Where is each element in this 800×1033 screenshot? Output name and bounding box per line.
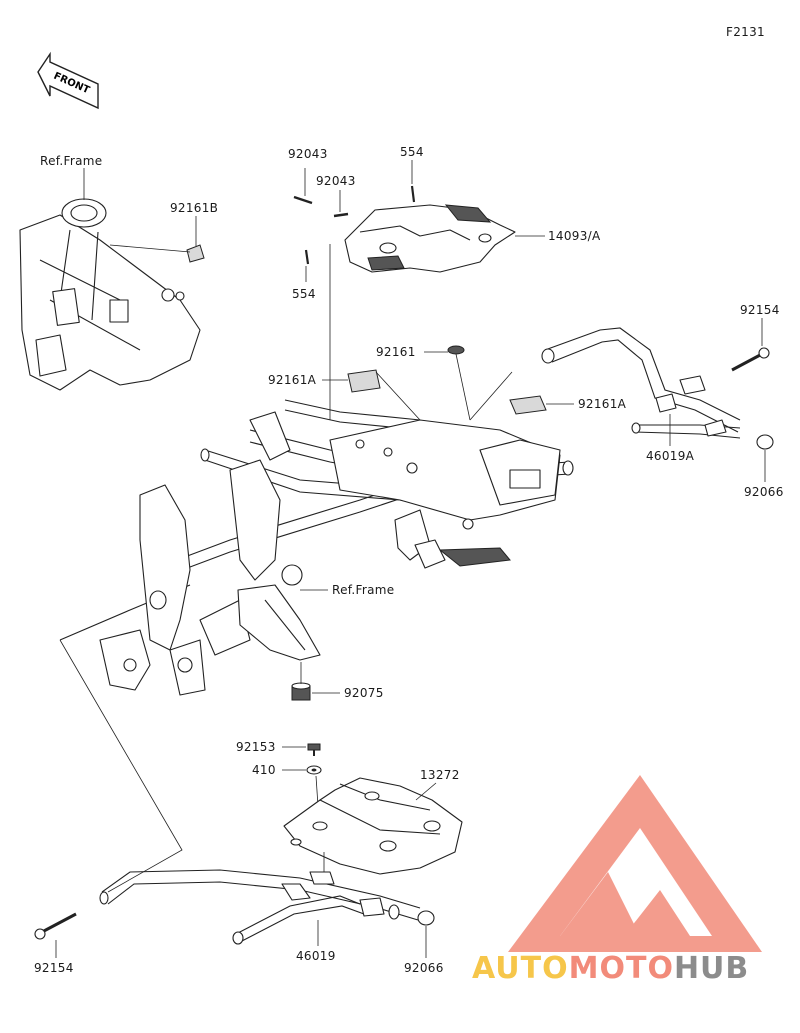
main-frame bbox=[59, 399, 574, 696]
label-92066-right: 92066 bbox=[744, 485, 784, 499]
label-92154-right: 92154 bbox=[740, 303, 780, 317]
watermark-auto: AUTO bbox=[472, 951, 569, 986]
figure-code: F2131 bbox=[726, 25, 765, 39]
label-46019: 46019 bbox=[296, 949, 336, 963]
part-46019a-grab-rail bbox=[541, 327, 741, 439]
ref-frame-inset bbox=[19, 198, 201, 391]
label-92066-bottom: 92066 bbox=[404, 961, 444, 975]
label-92154-left: 92154 bbox=[34, 961, 74, 975]
part-14093a-cover bbox=[344, 204, 516, 273]
part-92043-pin-a bbox=[293, 195, 313, 205]
part-13272-plate bbox=[283, 777, 463, 875]
part-92161a-pad-left bbox=[347, 369, 381, 393]
watermark-logo bbox=[508, 775, 762, 952]
label-92153: 92153 bbox=[236, 740, 276, 754]
label-92161a-left: 92161A bbox=[268, 373, 317, 387]
label-554-bottom: 554 bbox=[292, 287, 316, 301]
part-92066-cap-right bbox=[756, 434, 774, 450]
watermark-moto: MOTO bbox=[569, 951, 674, 986]
label-410: 410 bbox=[252, 763, 276, 777]
front-arrow-icon: FRONT bbox=[37, 51, 99, 110]
part-92075-damper bbox=[291, 682, 311, 701]
part-554-screw-bottom bbox=[304, 249, 310, 265]
label-554-top: 554 bbox=[400, 145, 424, 159]
label-92075: 92075 bbox=[344, 686, 384, 700]
part-554-screw-top bbox=[410, 185, 416, 203]
part-46019-grab-rail bbox=[99, 869, 421, 945]
part-92161a-pad-right bbox=[509, 395, 547, 415]
part-92153-bolt bbox=[307, 743, 321, 756]
label-ref-frame-top: Ref.Frame bbox=[40, 154, 102, 168]
label-92043-b: 92043 bbox=[316, 174, 356, 188]
part-92043-pin-b bbox=[333, 212, 349, 218]
label-46019a: 46019A bbox=[646, 449, 695, 463]
part-92154-bolt-left bbox=[34, 912, 77, 940]
part-92161b bbox=[186, 244, 205, 263]
part-92066-cap-bottom bbox=[417, 910, 435, 926]
label-92161a-right: 92161A bbox=[578, 397, 627, 411]
part-92161-grommet bbox=[447, 345, 465, 355]
label-92161b: 92161B bbox=[170, 201, 218, 215]
label-13272: 13272 bbox=[420, 768, 460, 782]
label-14093a: 14093/A bbox=[548, 229, 601, 243]
label-92161: 92161 bbox=[376, 345, 416, 359]
label-92043-a: 92043 bbox=[288, 147, 328, 161]
label-ref-frame-mid: Ref.Frame bbox=[332, 583, 394, 597]
part-92154-bolt-right bbox=[731, 347, 770, 372]
watermark-text: AUTOMOTOHUB bbox=[472, 951, 749, 986]
watermark-hub: HUB bbox=[674, 951, 749, 986]
